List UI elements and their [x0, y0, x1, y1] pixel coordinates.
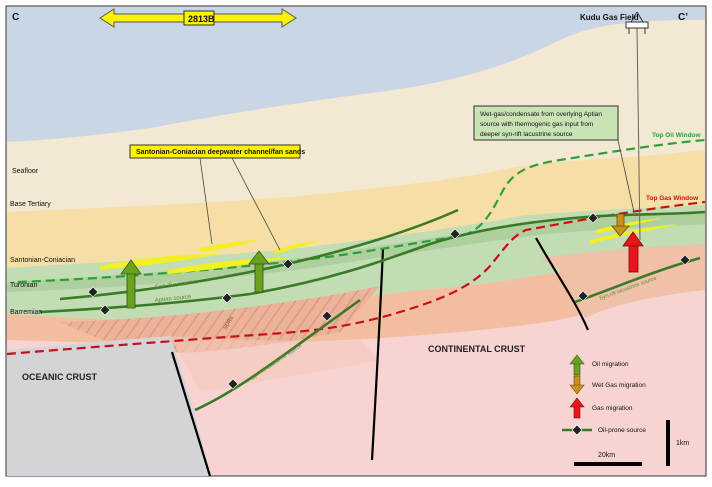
top-oil-window-label: Top Oil Window	[652, 132, 702, 139]
vertical-scale-label: 1km	[676, 440, 689, 447]
horizontal-scale-label: 20km	[598, 452, 615, 459]
diamond-marker	[679, 254, 691, 266]
wetgas-callout-text: Wet-gas/condensate from overlying Aptian…	[480, 111, 604, 138]
sands-callout-box	[129, 144, 301, 159]
horizon-santonian-coniacian: Santonian-Coniacian	[10, 257, 75, 264]
legend-oil-label: Oil migration	[592, 361, 629, 368]
section-end-label: C’	[678, 12, 688, 23]
fault-2	[370, 247, 385, 461]
wetgas-line-3: deeper syn-rift lacustrine source	[480, 131, 573, 138]
horizon-turonian: Turonian	[10, 282, 37, 289]
source-line-synrift-left	[194, 298, 361, 412]
sand-lens	[274, 240, 320, 254]
oceanic-crust-body	[7, 336, 210, 476]
wetgas-leader	[617, 139, 635, 213]
diamond-marker	[227, 378, 239, 390]
diamond-marker	[99, 304, 111, 316]
basement-orange-shading	[170, 336, 380, 392]
diamond-marker	[282, 258, 294, 270]
fault-3	[535, 237, 590, 331]
wetgas-line-2: source with thermogenic gas input from	[480, 121, 593, 128]
fault-1	[170, 351, 212, 477]
legend-wetgas-label: Wet Gas migration	[592, 382, 646, 389]
well-2813B-extent-arrow	[99, 8, 297, 28]
source-diamonds	[87, 212, 691, 390]
aptian-source-label: Aptian source	[155, 294, 193, 304]
gas-field-label: Kudu Gas Field	[580, 13, 639, 22]
gas-migration-arrow	[622, 231, 644, 273]
kudu-well-line	[636, 27, 641, 241]
sands-leader-2	[231, 157, 281, 251]
sands-leader-1	[199, 157, 213, 245]
horizon-base-tertiary: Base Tertiary	[10, 201, 51, 208]
legend-gas-label: Gas migration	[592, 405, 633, 412]
oil-migration-arrow-left	[120, 259, 142, 309]
legend-wetgas-symbol	[569, 375, 585, 395]
continental-crust-label: CONTINENTAL CRUST	[428, 344, 526, 354]
oceanic-crust-label: OCEANIC CRUST	[22, 372, 98, 382]
diamond-marker	[577, 290, 589, 302]
sands-callout-text: Santonian-Coniacian deepwater channel/fa…	[136, 149, 305, 156]
horizon-seafloor: Seafloor	[12, 168, 39, 175]
well-label: 2813B	[188, 14, 215, 24]
wetgas-callout-box	[473, 105, 619, 141]
sand-lens	[200, 240, 258, 252]
legend-source-label: Oil-prone source	[598, 427, 646, 434]
wet-gas-migration-arrow	[611, 213, 630, 237]
legend-source-symbol	[562, 424, 592, 436]
diamond-marker	[221, 292, 233, 304]
wetgas-line-1: Wet-gas/condensate from overlying Aptian	[480, 111, 602, 118]
legend-gas-symbol	[569, 397, 585, 419]
section-start-label: C	[12, 12, 19, 23]
tertiary-layer	[7, 20, 705, 212]
upper-cretaceous-layer	[7, 150, 705, 268]
oil-migration-arrow-mid	[248, 250, 270, 293]
cen-tur-source-label: Cen-Tur source	[154, 279, 197, 291]
legend-oil-symbol	[569, 354, 585, 376]
diamond-marker	[87, 286, 99, 298]
sdr-wedge	[60, 286, 380, 353]
diamond-marker	[587, 212, 599, 224]
top-gas-window-line	[6, 200, 706, 356]
horizon-barremian: Barremian	[10, 309, 42, 316]
rig-icon	[625, 11, 649, 34]
diamond-marker	[449, 228, 461, 240]
top-gas-window-label: Top Gas Window	[646, 195, 699, 202]
water-layer	[7, 7, 705, 142]
top-oil-window-line	[17, 138, 706, 284]
diamond-marker	[321, 310, 333, 322]
